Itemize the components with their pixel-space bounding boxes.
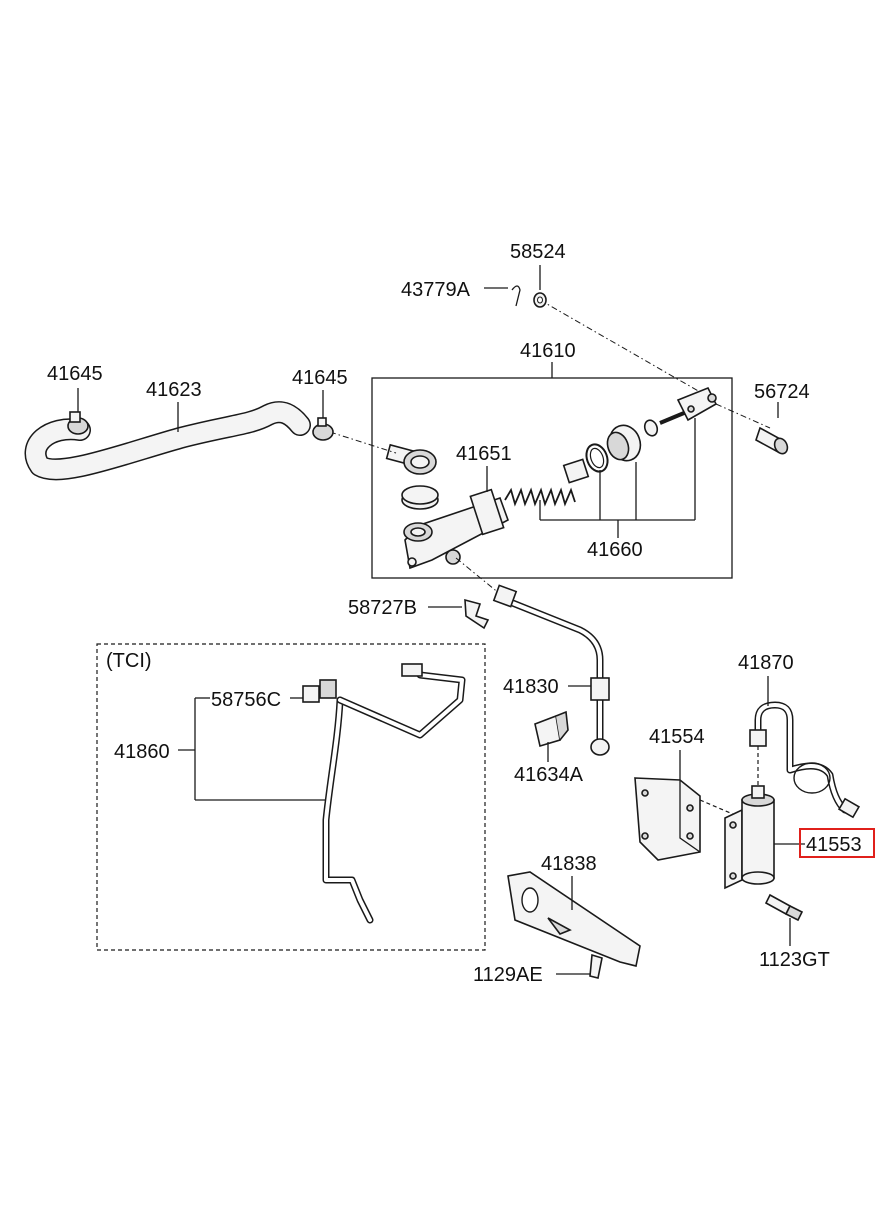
clip-58727B [428,598,490,630]
part-label-41553[interactable]: 41553 [806,834,862,856]
spring [504,487,576,507]
part-label-41554[interactable]: 41554 [649,726,705,748]
part-label-41651[interactable]: 41651 [456,443,512,465]
part-label-58727B[interactable]: 58727B [348,597,417,619]
highlight-box [799,828,875,858]
part-label-56724[interactable]: 56724 [754,381,810,403]
split-pin-43779A [484,285,521,307]
clutch-tube [492,584,610,756]
clevis [659,386,718,425]
reservoir-connector [385,443,437,475]
washer [643,419,659,437]
clip-58756C [290,679,337,703]
part-label-1123GT[interactable]: 1123GT [759,949,830,971]
part-label-58524[interactable]: 58524 [510,241,566,263]
screw-1129AE [556,953,603,979]
cylinder-body [403,488,509,570]
part-label-41634A[interactable]: 41634A [514,764,584,786]
reservoir-hose [24,401,311,481]
tci-group-label: (TCI) [106,650,152,672]
bracket-41634A [534,710,569,762]
part-label-43779A[interactable]: 43779A [401,279,471,301]
part-label-1129AE[interactable]: 1129AE [473,964,543,986]
guide-line [715,403,771,429]
seal-ring [401,485,439,510]
bracket-41554 [634,750,701,861]
snap-ring [585,443,609,473]
guide-line [455,557,501,595]
part-label-41830[interactable]: 41830 [503,676,559,698]
part-label-41610[interactable]: 41610 [520,340,576,362]
part-label-41645-mid[interactable]: 41645 [292,367,348,389]
piston [562,458,590,484]
guide-line [539,299,701,393]
guide-line [699,799,736,816]
part-label-41660[interactable]: 41660 [587,539,643,561]
tci-group [96,643,486,951]
part-label-41860[interactable]: 41860 [114,741,170,763]
part-label-41870[interactable]: 41870 [738,652,794,674]
part-label-41645-left[interactable]: 41645 [47,363,103,385]
master-cylinder-assembly [371,362,733,579]
bracket-41838 [507,871,641,967]
part-label-58756C[interactable]: 58756C [211,689,281,711]
part-label-41838[interactable]: 41838 [541,853,597,875]
fitting [401,663,423,677]
damper-tube-41870 [749,676,861,819]
guide-line [329,431,397,454]
callout-bracket-41860 [178,697,326,801]
hose-clamp-mid [312,390,334,441]
callout-bracket-41660 [539,418,696,538]
part-label-41623[interactable]: 41623 [146,379,202,401]
damper-41553 [724,785,805,890]
pin-56724 [755,402,789,455]
washer-58524 [533,265,547,308]
hose-clamp-left [67,388,89,435]
boot [606,424,642,462]
bolt-1123GT [764,893,804,946]
